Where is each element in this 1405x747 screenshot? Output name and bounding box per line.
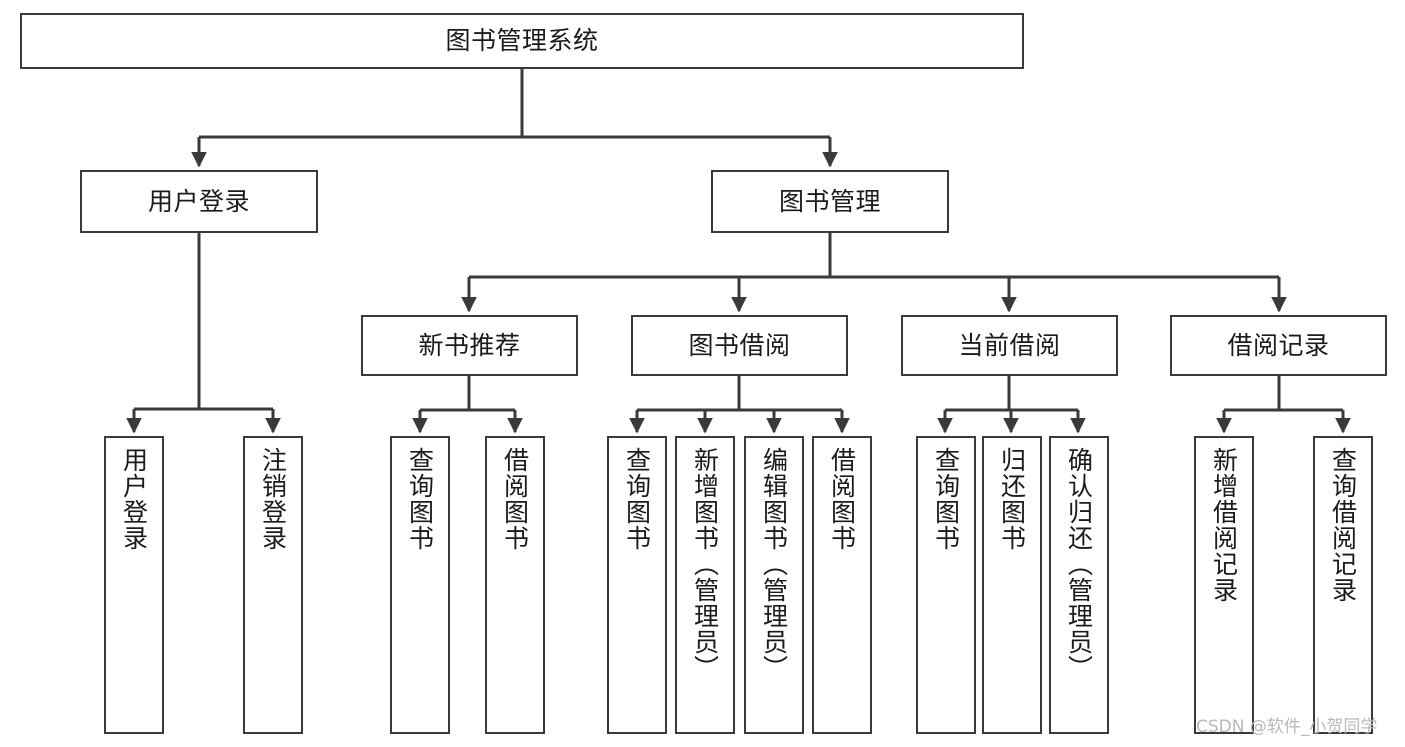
leaf-borrow-record-query[interactable]: 查询借阅记录 (1313, 436, 1373, 734)
node-label: 新书推荐 (418, 330, 521, 360)
node-label: 图书借阅 (688, 330, 791, 360)
leaf-user-login-logout[interactable]: 注销登录 (243, 436, 303, 734)
node-label: 查询图书 (405, 447, 435, 551)
leaf-user-login-login[interactable]: 用户登录 (104, 436, 164, 734)
leaf-book-borrow-add[interactable]: 新增图书（管理员） (675, 436, 735, 734)
node-label: 借阅图书 (500, 447, 530, 551)
leaf-book-borrow-edit[interactable]: 编辑图书（管理员） (744, 436, 804, 734)
node-label: 借阅图书 (827, 447, 857, 551)
node-label: 查询图书 (622, 447, 652, 551)
node-root-book-management-system[interactable]: 图书管理系统 (20, 13, 1024, 69)
leaf-book-borrow-borrow[interactable]: 借阅图书 (812, 436, 872, 734)
node-label: 新增图书（管理员） (690, 447, 720, 681)
node-user-login[interactable]: 用户登录 (80, 170, 318, 233)
leaf-new-book-borrow[interactable]: 借阅图书 (485, 436, 545, 734)
node-label: 用户登录 (119, 447, 149, 551)
node-borrow-record[interactable]: 借阅记录 (1170, 315, 1387, 376)
leaf-borrow-record-add[interactable]: 新增借阅记录 (1194, 436, 1254, 734)
node-label: 用户登录 (147, 186, 250, 216)
node-label: 查询借阅记录 (1328, 447, 1358, 603)
node-label: 图书管理系统 (445, 26, 599, 56)
node-label: 确认归还（管理员） (1064, 447, 1094, 681)
leaf-current-borrow-confirm-return[interactable]: 确认归还（管理员） (1049, 436, 1109, 734)
node-label: 查询图书 (931, 447, 961, 551)
node-label: 注销登录 (258, 447, 288, 551)
node-label: 归还图书 (997, 447, 1027, 551)
node-label: 编辑图书（管理员） (759, 447, 789, 681)
node-current-borrow[interactable]: 当前借阅 (901, 315, 1118, 376)
node-book-borrow[interactable]: 图书借阅 (631, 315, 848, 376)
node-label: 借阅记录 (1227, 330, 1330, 360)
leaf-new-book-query[interactable]: 查询图书 (390, 436, 450, 734)
node-label: 图书管理 (778, 186, 881, 216)
node-book-management[interactable]: 图书管理 (711, 170, 949, 233)
node-label: 当前借阅 (958, 330, 1061, 360)
leaf-current-borrow-return[interactable]: 归还图书 (982, 436, 1042, 734)
leaf-current-borrow-query[interactable]: 查询图书 (916, 436, 976, 734)
node-new-book-recommend[interactable]: 新书推荐 (361, 315, 578, 376)
leaf-book-borrow-query[interactable]: 查询图书 (607, 436, 667, 734)
watermark-text: CSDN @软件_小贺同学 (1196, 717, 1378, 737)
node-label: 新增借阅记录 (1209, 447, 1239, 603)
